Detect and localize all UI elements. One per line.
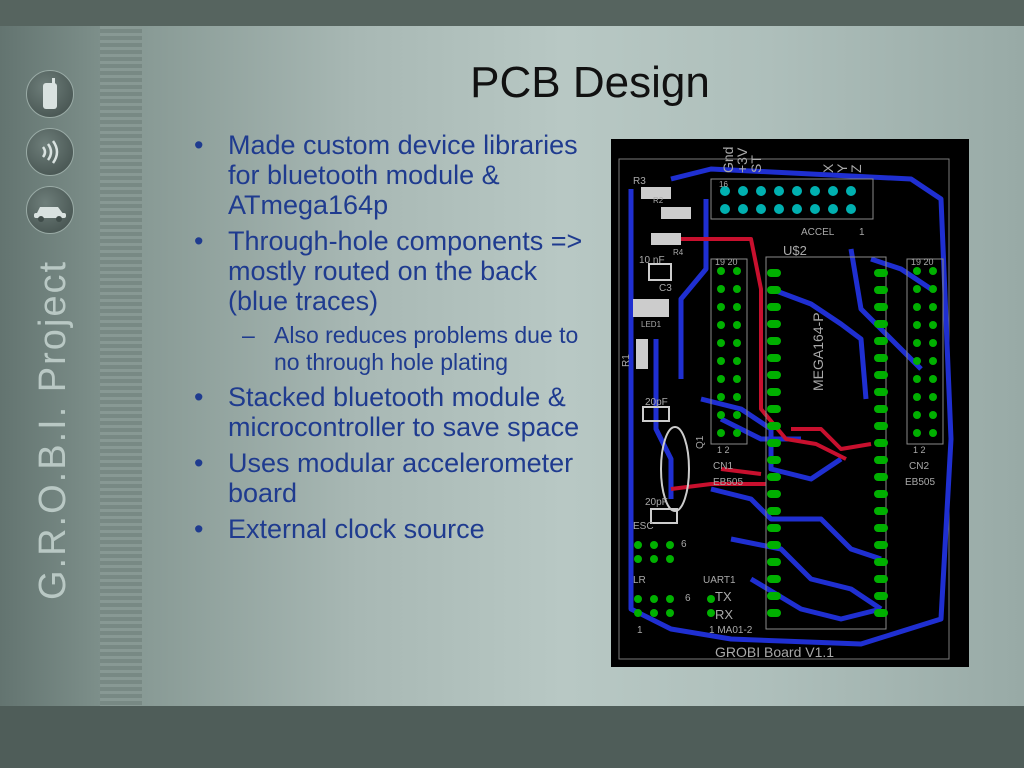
pcb-label-u2: U$2 (783, 243, 807, 258)
pcb-label-3v: +3V (734, 147, 750, 173)
decorative-stripe (100, 26, 142, 706)
bottom-bar (0, 706, 1024, 768)
pcb-label-six-2: 6 (685, 593, 691, 604)
mcu-pads (765, 256, 888, 630)
accel-header-pads (710, 178, 874, 220)
cn1-pads (710, 258, 748, 445)
pcb-label-c3: C3 (659, 283, 672, 294)
pcb-label-lr: LR (633, 575, 646, 586)
pcb-label-accel-num: 1 (859, 227, 865, 238)
pcb-label-r1: R1 (621, 354, 632, 367)
red-traces (670, 237, 872, 491)
bullet-item: •Stacked bluetooth module & microcontrol… (194, 382, 580, 442)
pcb-label-r2: R2 (653, 196, 664, 205)
pcb-label-one-1: 1 (637, 625, 643, 636)
pcb-label-gnd: Gnd (720, 147, 736, 173)
pcb-label-r3: R3 (633, 176, 646, 187)
bullet-text: Made custom device libraries for bluetoo… (228, 130, 578, 220)
side-icon-stack (26, 70, 74, 244)
pcb-label-header-a: 19 20 (715, 257, 738, 267)
pcb-label-z: Z (848, 164, 864, 173)
sound-waves-icon (26, 128, 74, 176)
pcb-label-st: ST (748, 155, 764, 173)
cn2-pads (906, 258, 944, 445)
pcb-label-q1: Q1 (695, 435, 706, 449)
bullet-item: •Through-hole components => mostly route… (194, 226, 583, 316)
phone-icon (26, 70, 74, 118)
pcb-label-r4: R4 (673, 248, 684, 257)
bullet-list: •Made custom device libraries for blueto… (190, 130, 600, 550)
pcb-label-c3-value: 10 nF (639, 255, 665, 266)
sub-bullet-item: –Also reduces problems due to no through… (242, 322, 579, 375)
pcb-board-name: GROBI Board V1.1 (715, 644, 834, 660)
pcb-label-eb505-2: EB505 (905, 477, 935, 488)
pcb-label-header-d: 1 2 (913, 445, 926, 455)
bullet-item: •Uses modular accelerometer board (194, 448, 574, 508)
pcb-label-20pf-1: 20pF (645, 397, 668, 408)
left-components (633, 187, 715, 617)
pcb-label-led: LED1 (641, 320, 662, 329)
pcb-label-header-b: 19 20 (911, 257, 934, 267)
pcb-label-x: X (820, 163, 836, 173)
pcb-label-eb505-1: EB505 (713, 477, 743, 488)
pcb-label-uart: UART1 (703, 575, 736, 586)
pcb-label-tx: TX (715, 589, 732, 604)
bullet-item: •External clock source (194, 514, 485, 544)
pcb-label-cn2: CN2 (909, 461, 929, 472)
pcb-layout-image: R3 R2 R4 10 nF C3 LED1 R1 20pF Q1 20pF E… (611, 139, 969, 667)
top-bar (0, 0, 1024, 26)
pcb-label-rx: RX (715, 607, 733, 622)
pcb-label-six-1: 6 (681, 539, 687, 550)
bullet-text: Stacked bluetooth module & microcontroll… (228, 382, 580, 442)
pcb-label-mcu: MEGA164-P (810, 312, 826, 391)
sub-bullet-text: Also reduces problems due to no through … (274, 322, 579, 375)
bullet-text: Uses modular accelerometer board (228, 448, 574, 508)
bullet-text: External clock source (228, 514, 485, 544)
slide-title: PCB Design (470, 58, 710, 107)
pcb-label-esc: ESC (633, 521, 654, 532)
pcb-label-20pf-2: 20pF (645, 497, 668, 508)
pcb-label-accel: ACCEL (801, 227, 835, 238)
bullet-item: •Made custom device libraries for blueto… (194, 130, 578, 220)
pcb-label-y: Y (834, 163, 850, 173)
pcb-label-header-c: 1 2 (717, 445, 730, 455)
pcb-labels: R3 R2 R4 10 nF C3 LED1 R1 20pF Q1 20pF E… (621, 147, 935, 660)
pcb-label-ma01: 1 MA01-2 (709, 625, 753, 636)
pcb-label-16: 16 (719, 180, 728, 189)
car-icon (26, 186, 74, 234)
pcb-label-cn1: CN1 (713, 461, 733, 472)
bullet-text: Through-hole components => mostly routed… (228, 226, 583, 316)
vertical-project-title: G.R.O.B.I. Project (32, 259, 74, 600)
